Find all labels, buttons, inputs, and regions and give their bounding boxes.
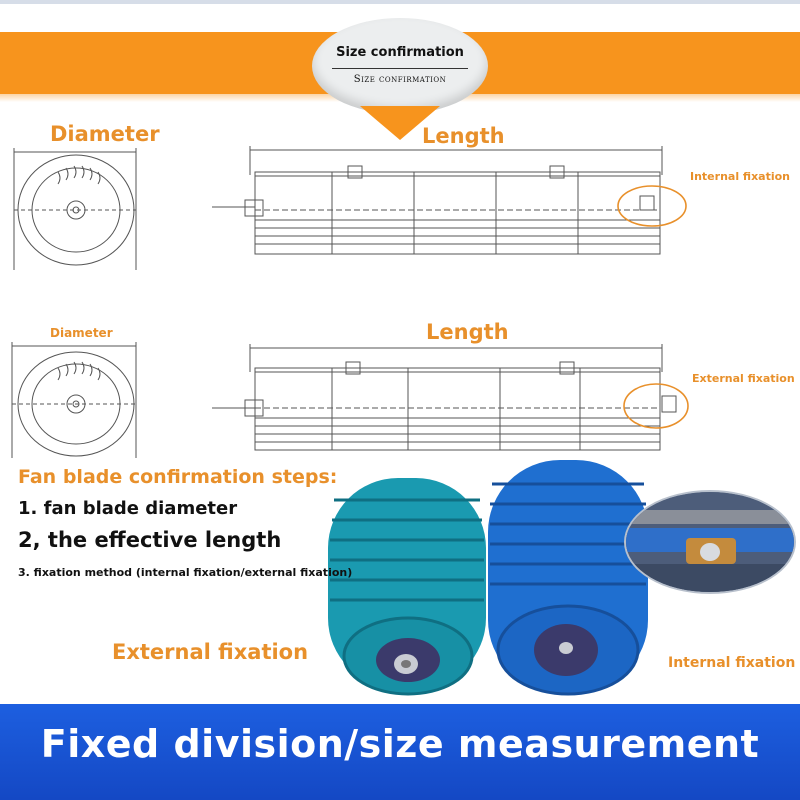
internal-fixation-photo-art	[626, 492, 794, 592]
diagram2-diameter-label: Diameter	[50, 326, 113, 340]
badge-separator	[332, 68, 468, 69]
top-divider	[0, 0, 800, 4]
badge-title: Size confirmation	[336, 45, 464, 60]
steps-heading: Fan blade confirmation steps:	[18, 466, 338, 488]
external-fixation-label: External fixation	[112, 640, 309, 664]
diagram1-fixation-label: Internal fixation	[690, 170, 791, 183]
diagram1-end-view	[13, 148, 137, 270]
badge-subtitle: Size confirmation	[353, 74, 447, 85]
diagram2-end-view	[11, 342, 137, 458]
diagram1-diameter-label: Diameter	[50, 122, 160, 146]
step-3: 3. fixation method (internal fixation/ex…	[18, 566, 353, 579]
internal-fixation-photo	[624, 490, 796, 594]
footer-banner	[0, 704, 800, 800]
diagram2-length-label: Length	[426, 320, 509, 344]
title-badge	[312, 18, 488, 114]
diagram2-fixation-label: External fixation	[692, 372, 795, 385]
step-1: 1. fan blade diameter	[18, 498, 238, 519]
badge-arrow-icon	[360, 106, 440, 140]
internal-fixation-label: Internal fixation	[668, 655, 796, 671]
diagram2-length-view	[212, 344, 689, 451]
footer-title: Fixed division/size measurement	[40, 722, 760, 766]
fan-roller-external	[328, 478, 486, 696]
diagram1-length-label: Length	[422, 124, 505, 148]
fan-roller-internal	[488, 460, 648, 696]
diagram1-length-view	[212, 146, 687, 255]
step-2: 2, the effective length	[18, 528, 282, 552]
